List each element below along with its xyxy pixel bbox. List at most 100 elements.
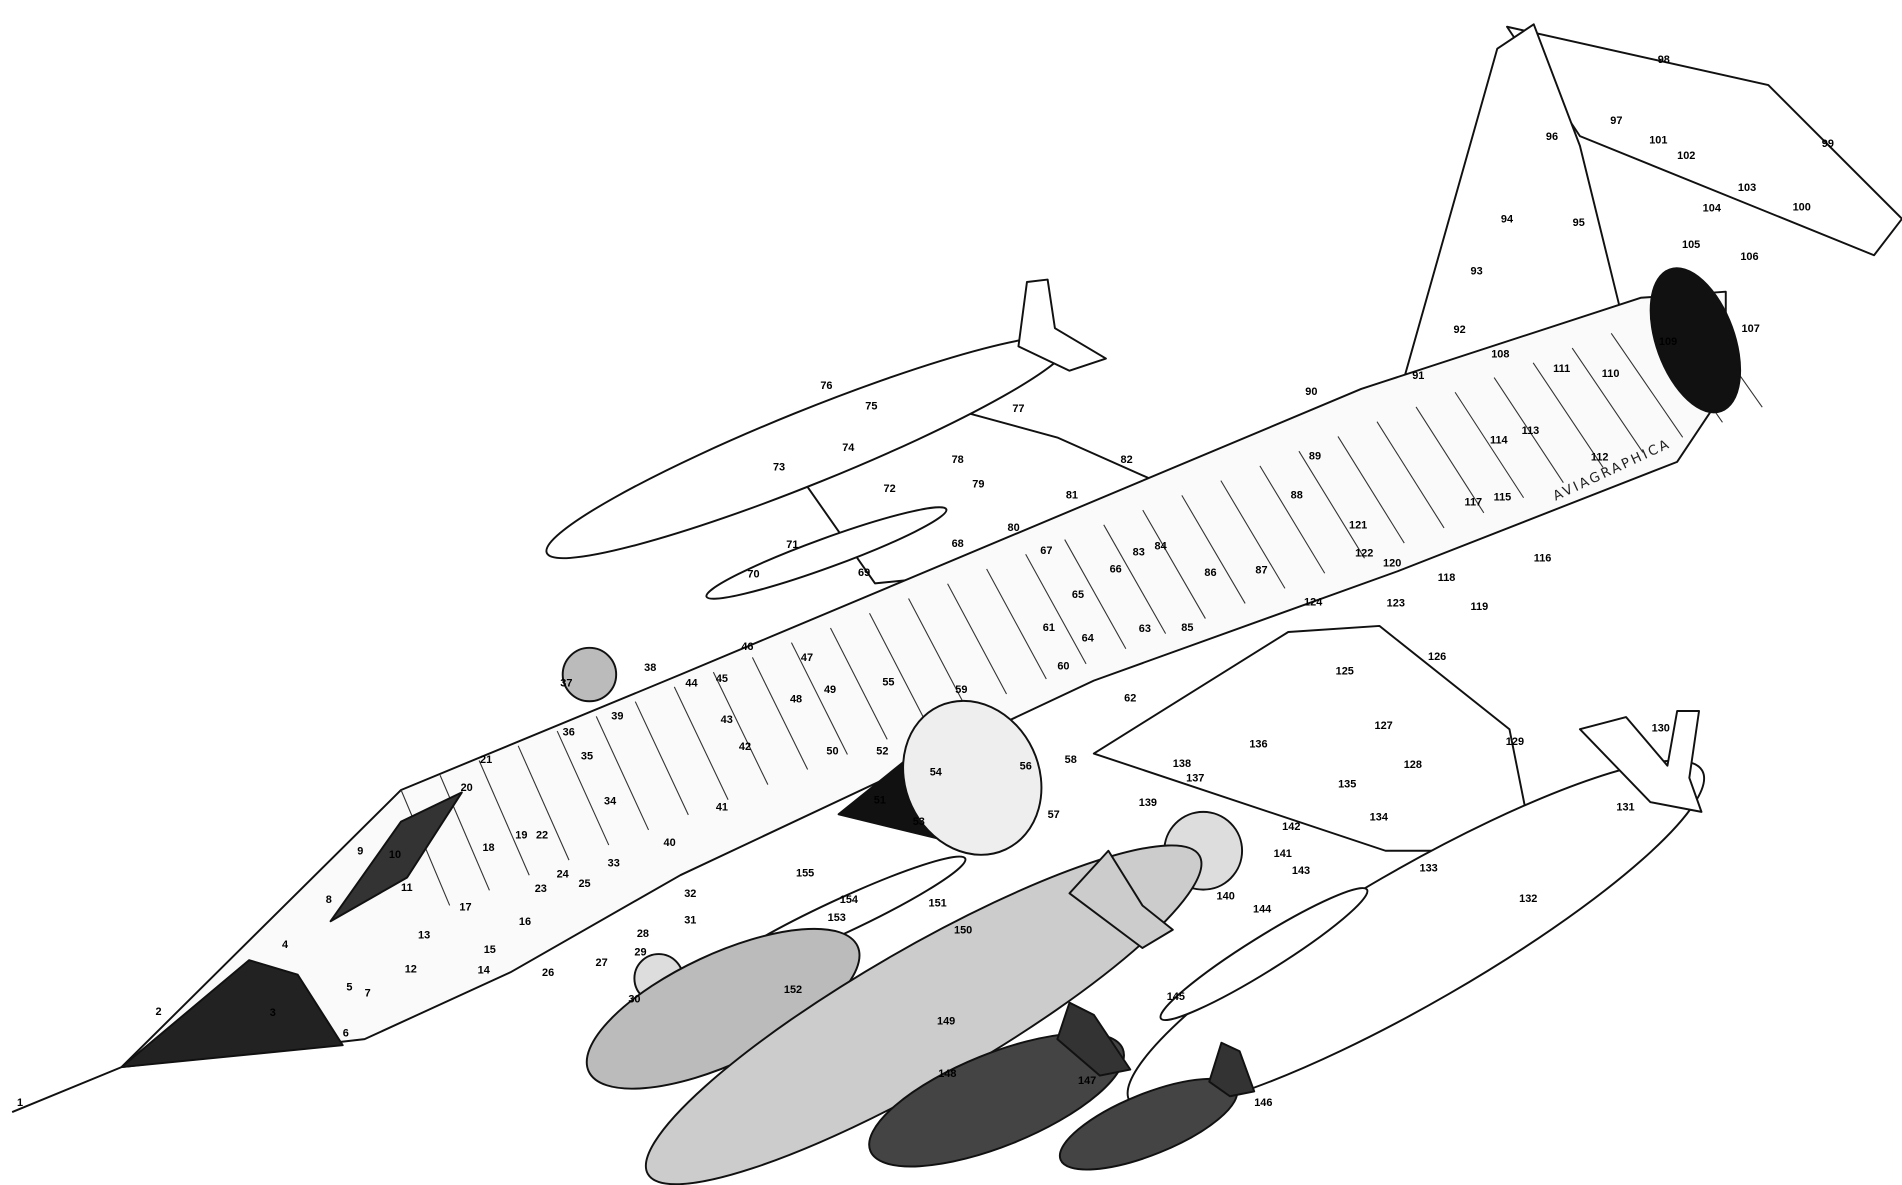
- callout-number: 88: [1291, 489, 1303, 501]
- callout-number: 77: [1012, 403, 1024, 415]
- callout-number: 11: [401, 882, 413, 894]
- callout-number: 148: [938, 1068, 956, 1080]
- callout-number: 76: [820, 380, 832, 392]
- callout-number: 19: [515, 830, 527, 842]
- fuselage-frame: [1376, 421, 1445, 529]
- callout-number: 137: [1186, 772, 1204, 784]
- fuselage-frame: [595, 716, 650, 831]
- callout-number: 50: [826, 746, 838, 758]
- nose-radome: [120, 959, 344, 1069]
- callout-number: 129: [1506, 736, 1524, 748]
- callout-number: 23: [535, 883, 547, 895]
- callout-number: 128: [1404, 759, 1422, 771]
- callout-number: 112: [1591, 452, 1609, 464]
- fuselage-frame: [1220, 480, 1286, 589]
- callout-number: 5: [346, 982, 352, 994]
- callout-number: 123: [1387, 597, 1405, 609]
- callout-number: 63: [1139, 623, 1151, 635]
- callout-number: 26: [542, 967, 554, 979]
- callout-number: 58: [1065, 754, 1077, 766]
- fuselage-frames: [400, 303, 1763, 906]
- callout-number: 92: [1454, 324, 1466, 336]
- fuselage-frame: [1181, 495, 1246, 604]
- callout-number: 146: [1254, 1097, 1272, 1109]
- callout-number: 86: [1204, 567, 1216, 579]
- fuselage-frame: [1142, 509, 1206, 619]
- callout-number: 95: [1573, 217, 1585, 229]
- callout-number: 25: [578, 878, 590, 890]
- fuselage-frame: [634, 701, 689, 816]
- callout-number: 42: [739, 741, 751, 753]
- fuselage-frame: [829, 627, 888, 740]
- fuselage-frame: [986, 568, 1047, 680]
- callout-number: 1: [17, 1097, 23, 1109]
- callout-number: 21: [480, 754, 492, 766]
- callout-number: 6: [343, 1028, 349, 1040]
- drop-tank-fins: [1068, 849, 1174, 949]
- callout-number: 154: [840, 894, 859, 906]
- callout-number: 132: [1519, 893, 1537, 905]
- callout-number: 107: [1742, 323, 1760, 335]
- callout-number: 145: [1167, 991, 1185, 1003]
- callout-number: 140: [1217, 890, 1235, 902]
- callout-number: 155: [796, 867, 814, 879]
- callout-number: 4: [282, 939, 289, 951]
- callout-number: 111: [1553, 363, 1570, 375]
- callout-number: 101: [1649, 134, 1667, 146]
- callout-number: 78: [952, 454, 964, 466]
- fuselage-frame: [790, 642, 848, 755]
- callout-number: 37: [560, 678, 572, 690]
- callout-number: 12: [405, 963, 417, 975]
- callout-number: 46: [741, 641, 753, 653]
- callout-number: 71: [786, 539, 798, 551]
- fuselage-frame: [1337, 436, 1405, 544]
- fuselage-frame: [1064, 539, 1127, 650]
- callout-number: 97: [1610, 115, 1622, 127]
- callout-number: 119: [1471, 601, 1489, 613]
- ejection-seat-assembly: [561, 646, 618, 703]
- callout-number: 151: [929, 898, 947, 910]
- starboard-wing: [1092, 624, 1535, 852]
- callout-number: 109: [1659, 336, 1677, 348]
- callout-number: 153: [828, 912, 846, 924]
- fuselage-frame: [1298, 450, 1365, 559]
- fuselage-frame: [947, 583, 1008, 695]
- callout-number: 96: [1546, 131, 1558, 143]
- callout-number: 51: [874, 794, 886, 806]
- callout-number: 115: [1494, 492, 1512, 504]
- callout-number: 15: [484, 944, 496, 956]
- callout-number: 33: [608, 858, 620, 870]
- callout-number: 57: [1048, 809, 1060, 821]
- callout-number: 60: [1057, 661, 1069, 673]
- callout-number: 34: [604, 796, 617, 808]
- fuselage-frame: [1415, 406, 1485, 514]
- callout-number: 80: [1008, 522, 1020, 534]
- fuselage-frame: [1610, 333, 1684, 438]
- callout-number: 28: [637, 928, 649, 940]
- starboard-missile: [1159, 887, 1369, 1022]
- fuselage-frame: [1493, 377, 1564, 483]
- callout-number: 49: [824, 684, 836, 696]
- callout-number: 48: [790, 693, 802, 705]
- fuselage-frame: [751, 657, 809, 770]
- callout-number: 32: [684, 888, 696, 900]
- callout-number: 24: [557, 868, 570, 880]
- callout-number: 110: [1602, 368, 1620, 380]
- callout-number: 55: [882, 676, 894, 688]
- callout-number: 64: [1082, 633, 1095, 645]
- callout-number: 22: [536, 830, 548, 842]
- callout-number: 45: [716, 673, 728, 685]
- pitot-probe: [11, 1066, 122, 1113]
- callout-number: 59: [955, 684, 967, 696]
- callout-number: 18: [482, 842, 494, 854]
- callout-number: 134: [1370, 811, 1389, 823]
- callout-number: 91: [1412, 370, 1424, 382]
- callout-number: 36: [563, 726, 575, 738]
- callout-number: 105: [1682, 239, 1700, 251]
- callout-number: 104: [1703, 202, 1722, 214]
- fuselage-frame: [478, 760, 530, 876]
- callout-number: 99: [1822, 138, 1834, 150]
